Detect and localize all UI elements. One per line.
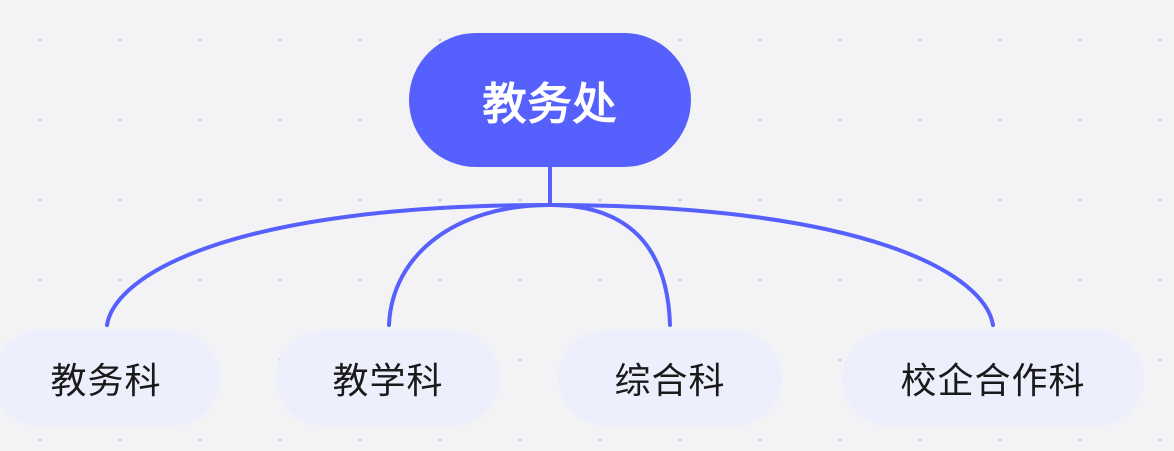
- child-node-label: 教务科: [50, 361, 162, 402]
- child-node-jiaoxueke[interactable]: 教学科: [276, 330, 500, 426]
- child-node-label: 教学科: [332, 361, 444, 402]
- child-node-xiaoqihezuoke[interactable]: 校企合作科: [842, 330, 1144, 426]
- connector-to-zongheke: [548, 203, 672, 327]
- child-node-label: 校企合作科: [900, 361, 1086, 402]
- connector-to-jiaowuke: [105, 203, 552, 327]
- child-node-jiaowuke[interactable]: 教务科: [0, 330, 220, 426]
- child-node-label: 综合科: [614, 361, 726, 402]
- child-node-zongheke[interactable]: 综合科: [558, 330, 782, 426]
- root-node-label: 教务处: [482, 79, 618, 130]
- connector-to-xiaoqihezuoke: [548, 203, 995, 327]
- root-node-jiaowuchu[interactable]: 教务处: [409, 33, 691, 167]
- connector-to-jiaoxueke: [387, 203, 552, 327]
